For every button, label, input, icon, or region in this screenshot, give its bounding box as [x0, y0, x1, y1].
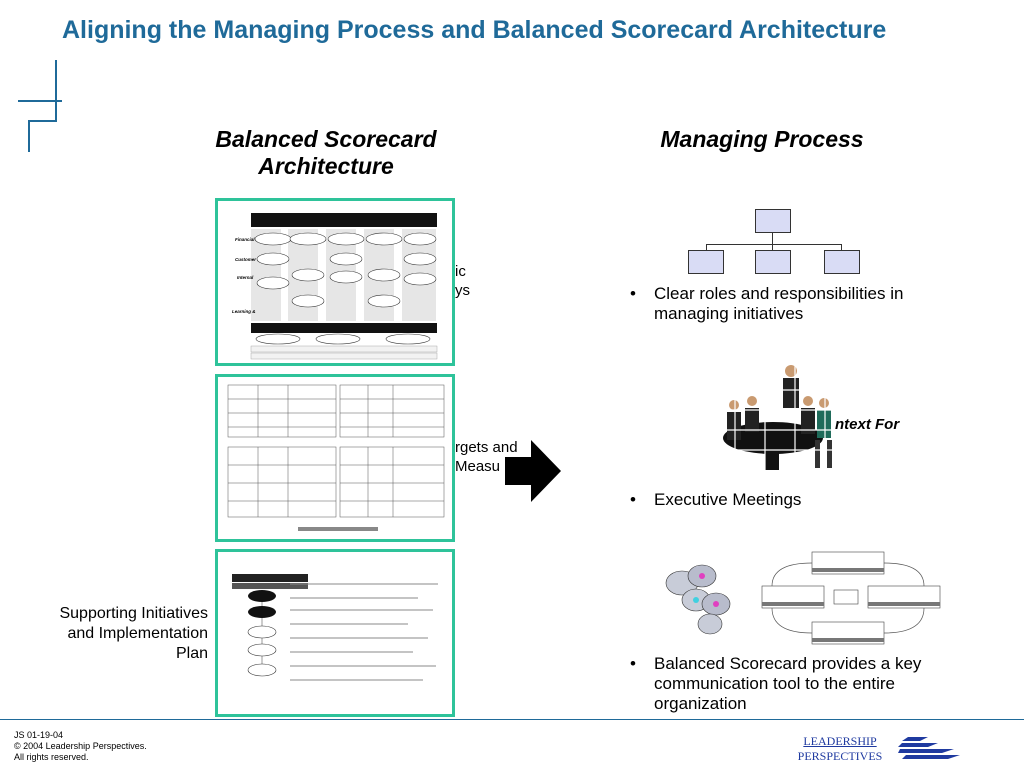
- executive-meeting-image: [705, 360, 845, 475]
- right-column-heading: Managing Process: [612, 126, 912, 153]
- left-heading-text: Balanced Scorecard Architecture: [215, 126, 437, 179]
- deco-line-v2: [28, 120, 30, 152]
- initiatives-panel: [215, 549, 455, 717]
- supporting-initiatives-label: Supporting Initiatives and Implementatio…: [59, 605, 208, 662]
- deco-line-v1: [55, 60, 57, 122]
- bullet-roles: • Clear roles and responsibilities in ma…: [630, 284, 920, 324]
- bullet-dot: •: [630, 490, 636, 509]
- slide-title: Aligning the Managing Process and Balanc…: [62, 16, 887, 44]
- right-arrow-icon: [505, 440, 561, 502]
- org-line-vertical-top: [772, 233, 773, 245]
- org-line-right: [841, 244, 842, 250]
- deco-line-h1: [18, 100, 62, 102]
- footer-info: JS 01-19-04 © 2004 Leadership Perspectiv…: [14, 730, 147, 763]
- svg-text:Learning &: Learning &: [232, 309, 256, 314]
- bullet-communication-text: Balanced Scorecard provides a key commun…: [654, 654, 922, 713]
- bullet-roles-text: Clear roles and responsibilities in mana…: [654, 284, 904, 323]
- org-chart-box-mid: [755, 250, 791, 274]
- footer-rights: All rights reserved.: [14, 752, 89, 762]
- context-overlay-text: ntext For: [835, 416, 900, 433]
- logo-text: LEADERSHIP PERSPECTIVES: [794, 734, 886, 764]
- logo-line1: LEADERSHIP: [803, 734, 877, 748]
- logo-mark-icon: [898, 737, 960, 759]
- measures-table-thumbnail: [227, 384, 445, 531]
- initiatives-thumbnail: [232, 574, 438, 681]
- org-line-left: [706, 244, 707, 250]
- bullet-dot: •: [630, 284, 636, 303]
- footer-code: JS 01-19-04: [14, 730, 64, 740]
- leadership-perspectives-logo: LEADERSHIP PERSPECTIVES: [794, 734, 964, 764]
- bullet-meetings-text: Executive Meetings: [654, 490, 802, 509]
- footer-rule: [0, 719, 1024, 720]
- svg-text:Financial: Financial: [235, 237, 255, 242]
- measures-table-panel: [215, 374, 455, 542]
- org-line-mid: [772, 244, 773, 250]
- behind-text-targets: rgets and Measu: [455, 439, 518, 475]
- bullet-dot: •: [630, 654, 636, 673]
- bullet-communication: • Balanced Scorecard provides a key comm…: [630, 654, 940, 714]
- footer-copyright: © 2004 Leadership Perspectives.: [14, 741, 147, 751]
- communication-diagram: [665, 551, 941, 645]
- org-chart-box-right: [824, 250, 860, 274]
- org-line-horizontal: [706, 244, 842, 245]
- logo-line2: PERSPECTIVES: [797, 749, 883, 763]
- right-heading-text: Managing Process: [660, 126, 864, 152]
- deco-line-h2: [28, 120, 56, 122]
- bullet-meetings: • Executive Meetings: [630, 490, 920, 510]
- left-column-heading: Balanced Scorecard Architecture: [176, 126, 476, 180]
- org-chart-box-left: [688, 250, 724, 274]
- behind-text-strategy: ic ys: [455, 263, 470, 299]
- org-chart-top-box: [755, 209, 791, 233]
- svg-text:Internal: Internal: [237, 275, 254, 280]
- svg-text:Customer: Customer: [235, 257, 256, 262]
